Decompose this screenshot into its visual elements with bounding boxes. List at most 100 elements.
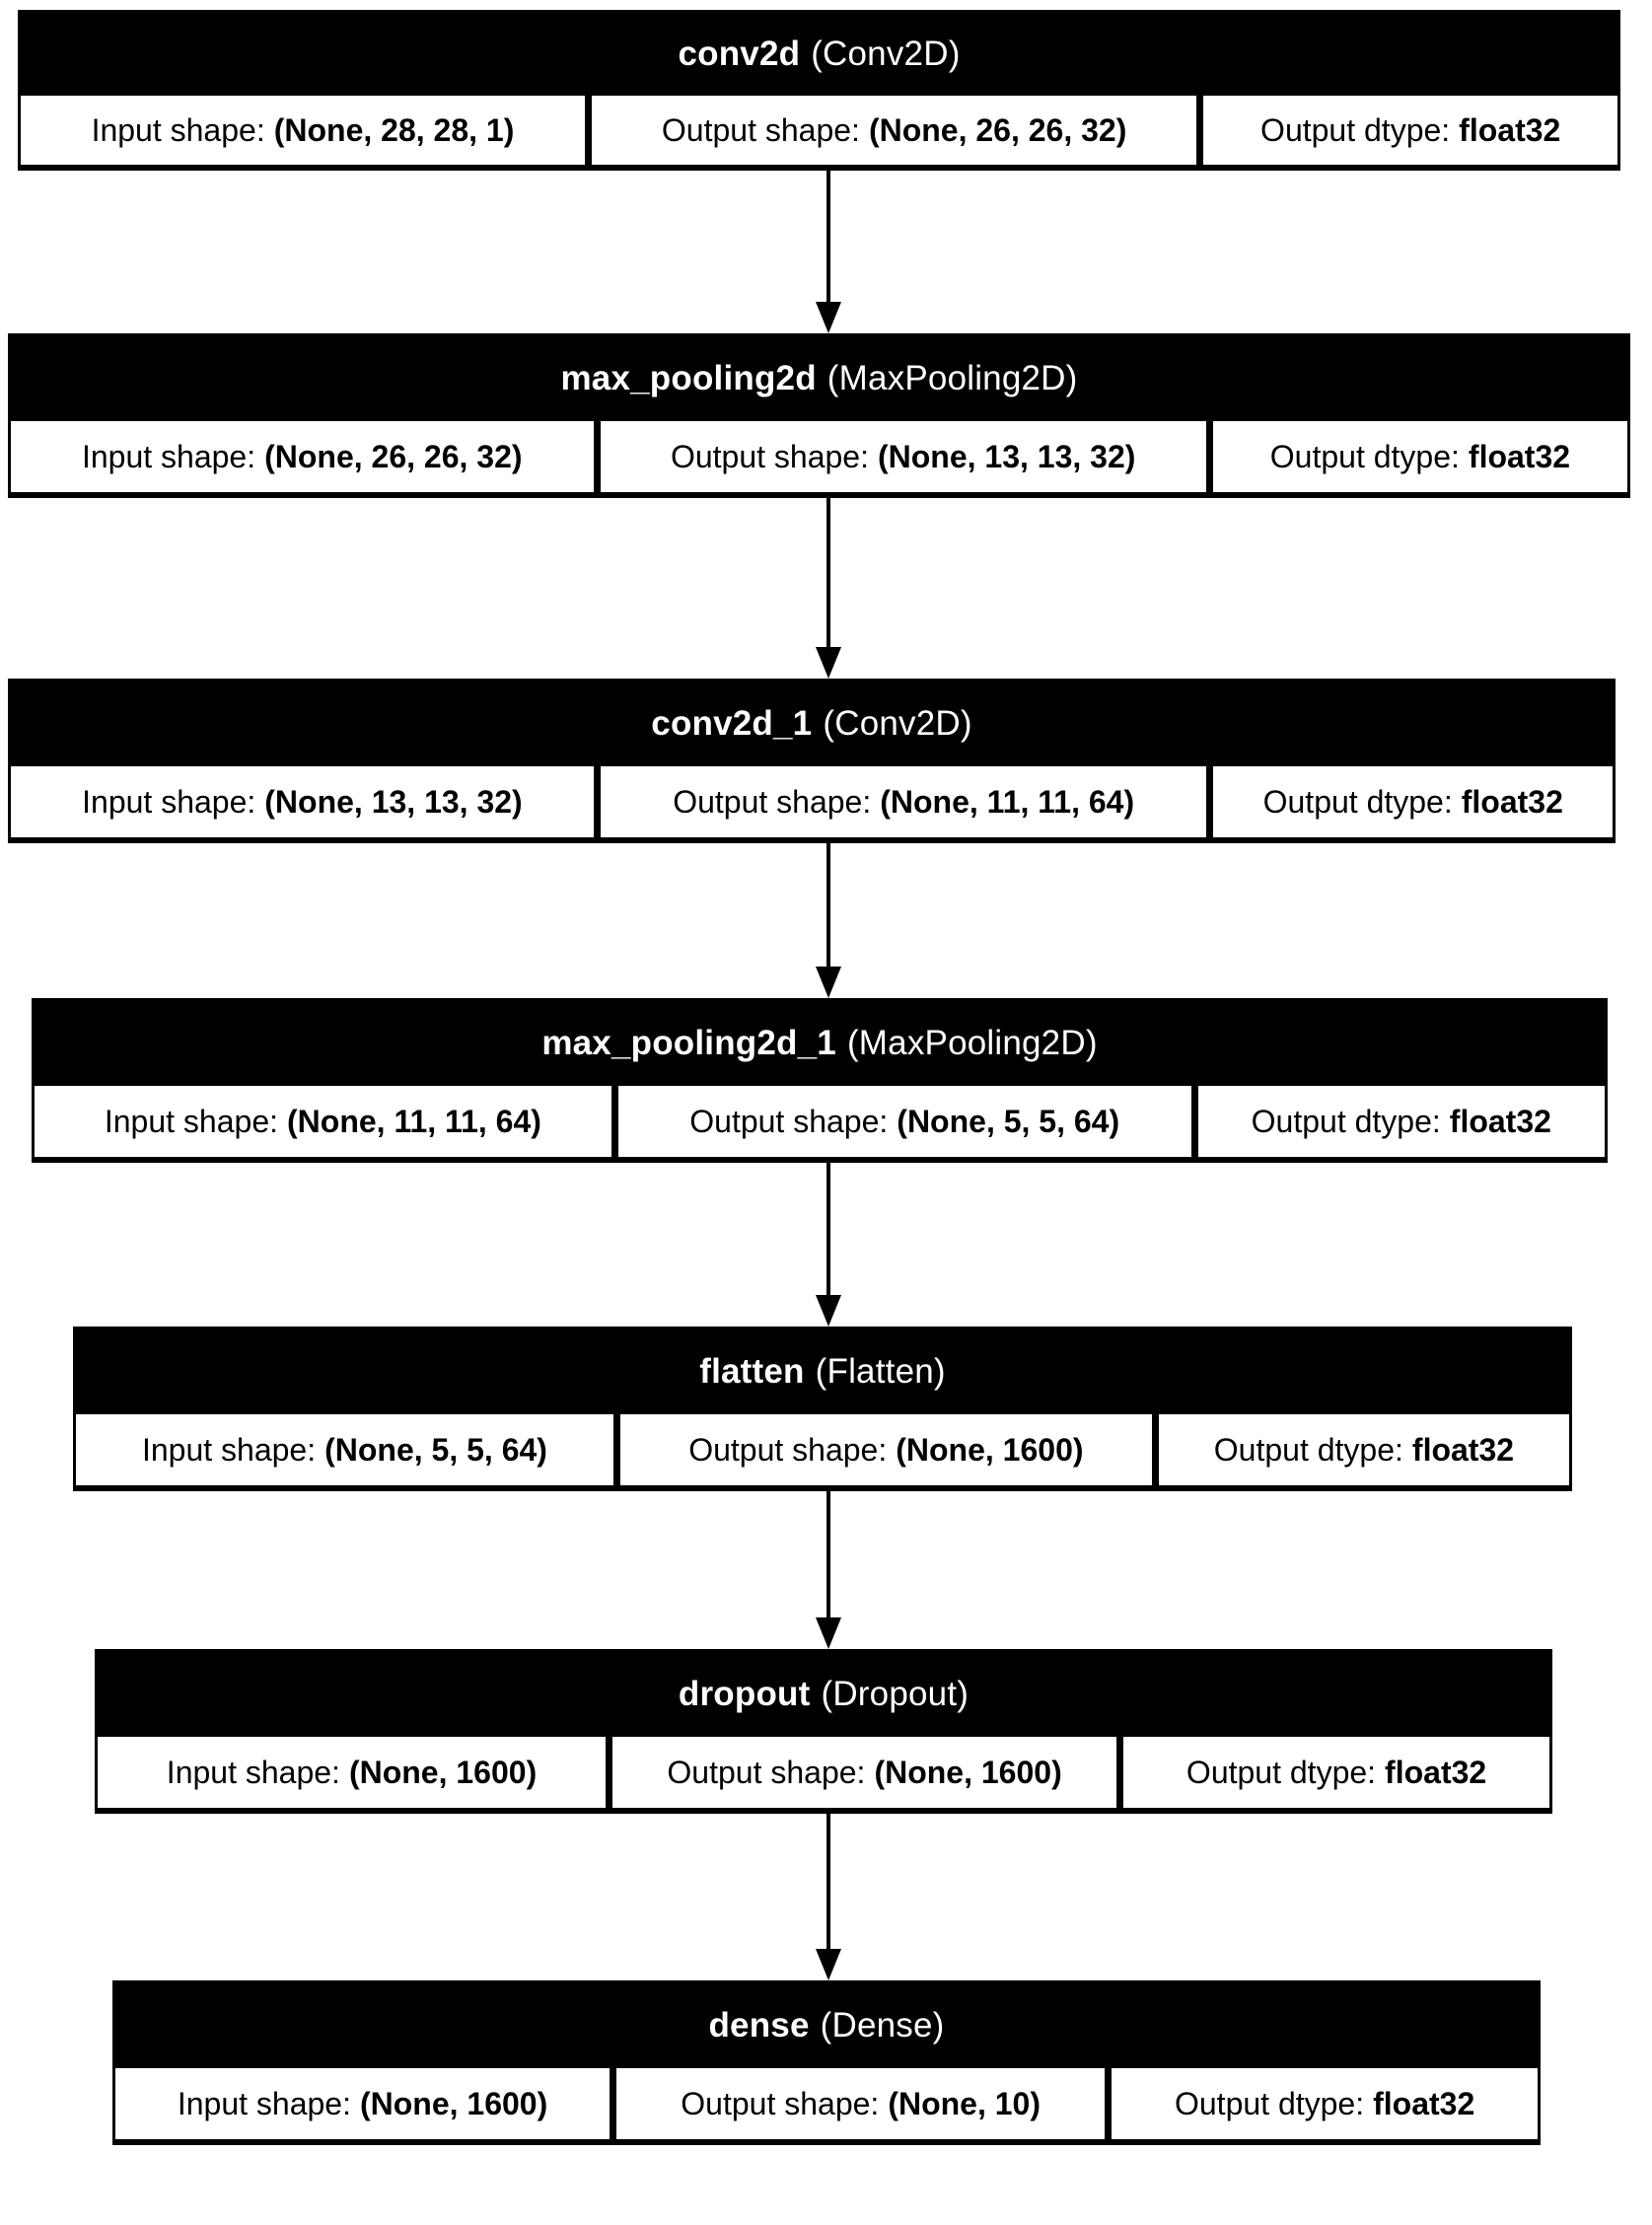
arrowhead-icon bbox=[816, 1617, 841, 1649]
output-dtype-cell-value: float32 bbox=[1449, 1103, 1551, 1139]
layer-name: conv2d_1 bbox=[651, 704, 813, 743]
edge-shaft bbox=[826, 1158, 830, 1297]
layer-node-max_pooling2d_1[interactable]: max_pooling2d_1(MaxPooling2D)Input shape… bbox=[32, 998, 1608, 1163]
layer-class: (Conv2D) bbox=[811, 35, 961, 73]
output-shape-cell-value: (None, 1600) bbox=[896, 1431, 1084, 1468]
output-shape-cell-conv2d_1: Output shape:(None, 11, 11, 64) bbox=[600, 766, 1207, 837]
output-shape-cell-value: (None, 1600) bbox=[874, 1754, 1062, 1790]
output-shape-cell-value: (None, 5, 5, 64) bbox=[897, 1103, 1120, 1139]
layer-name: conv2d bbox=[678, 35, 801, 73]
input-shape-cell-label: Input shape: bbox=[177, 2085, 351, 2121]
layer-node-dropout[interactable]: dropout(Dropout)Input shape:(None, 1600)… bbox=[95, 1649, 1552, 1814]
input-shape-cell-flatten: Input shape:(None, 5, 5, 64) bbox=[76, 1414, 613, 1485]
layer-header-max_pooling2d_1: max_pooling2d_1(MaxPooling2D) bbox=[35, 1001, 1605, 1086]
output-dtype-cell-value: float32 bbox=[1385, 1754, 1487, 1790]
output-shape-cell-label: Output shape: bbox=[673, 783, 872, 820]
output-dtype-cell-dense: Output dtype:float32 bbox=[1112, 2068, 1539, 2139]
layer-name: dense bbox=[708, 2006, 810, 2045]
output-dtype-cell-conv2d: Output dtype:float32 bbox=[1203, 96, 1617, 165]
arrowhead-icon bbox=[816, 1295, 841, 1327]
output-shape-cell-max_pooling2d: Output shape:(None, 13, 13, 32) bbox=[600, 421, 1206, 492]
input-shape-cell-conv2d_1: Input shape:(None, 13, 13, 32) bbox=[11, 766, 594, 837]
input-shape-cell-value: (None, 1600) bbox=[359, 2085, 548, 2121]
output-shape-cell-dense: Output shape:(None, 10) bbox=[616, 2068, 1106, 2139]
input-shape-cell-label: Input shape: bbox=[166, 1754, 340, 1790]
layer-body-dense: Input shape:(None, 1600)Output shape:(No… bbox=[115, 2068, 1539, 2142]
input-shape-cell-dense: Input shape:(None, 1600) bbox=[115, 2068, 611, 2139]
input-shape-cell-max_pooling2d: Input shape:(None, 26, 26, 32) bbox=[11, 421, 594, 492]
layer-body-conv2d: Input shape:(None, 28, 28, 1) Output shap… bbox=[21, 96, 1617, 168]
arrowhead-icon bbox=[816, 647, 841, 679]
layer-class: (MaxPooling2D) bbox=[826, 359, 1078, 397]
input-shape-cell-value: (None, 1600) bbox=[348, 1754, 538, 1790]
layer-name: max_pooling2d bbox=[560, 359, 817, 397]
output-shape-cell-label: Output shape: bbox=[681, 2085, 880, 2121]
input-shape-cell-label: Input shape: bbox=[141, 1431, 317, 1468]
output-dtype-cell-label: Output dtype: bbox=[1213, 1431, 1403, 1468]
edge-shaft bbox=[826, 838, 830, 969]
arrowhead-icon bbox=[816, 302, 841, 333]
layer-class: (Dense) bbox=[820, 2006, 945, 2045]
input-shape-cell-value: (None, 26, 26, 32) bbox=[264, 438, 523, 474]
output-shape-cell-label: Output shape: bbox=[667, 1754, 866, 1790]
output-shape-cell-value: (None, 26, 26, 32) bbox=[868, 111, 1127, 148]
output-dtype-cell-label: Output dtype: bbox=[1262, 783, 1453, 820]
output-dtype-cell-value: float32 bbox=[1461, 783, 1563, 820]
layer-header-max_pooling2d: max_pooling2d(MaxPooling2D) bbox=[11, 336, 1627, 421]
layer-class: (Dropout) bbox=[821, 1675, 970, 1713]
output-dtype-cell-value: float32 bbox=[1468, 438, 1571, 474]
layer-body-dropout: Input shape:(None, 1600)Output shape:(No… bbox=[98, 1737, 1549, 1811]
output-dtype-cell-value: float32 bbox=[1459, 111, 1561, 148]
output-shape-cell-label: Output shape: bbox=[661, 111, 860, 148]
layer-header-conv2d: conv2d (Conv2D) bbox=[21, 13, 1617, 96]
layer-class: (Flatten) bbox=[815, 1352, 946, 1391]
input-shape-cell-conv2d: Input shape:(None, 28, 28, 1) bbox=[21, 96, 585, 165]
layer-header-dropout: dropout (Dropout) bbox=[98, 1652, 1549, 1737]
edge-shaft bbox=[826, 1486, 830, 1619]
layer-body-flatten: Input shape:(None, 5, 5, 64) Output shape… bbox=[76, 1414, 1569, 1488]
layer-node-max_pooling2d[interactable]: max_pooling2d(MaxPooling2D)Input shape:(… bbox=[8, 333, 1630, 498]
input-shape-cell-label: Input shape: bbox=[82, 783, 256, 820]
layer-node-flatten[interactable]: flatten (Flatten) Input shape:(None, 5, 5,… bbox=[73, 1327, 1572, 1491]
edge-shaft bbox=[826, 1809, 830, 1951]
layer-header-dense: dense (Dense) bbox=[115, 1983, 1538, 2068]
input-shape-cell-value: (None, 13, 13, 32) bbox=[264, 783, 523, 820]
layer-node-conv2d[interactable]: conv2d (Conv2D) Input shape:(None, 28, 28,… bbox=[18, 10, 1620, 171]
layer-name: flatten bbox=[699, 1352, 805, 1391]
layer-node-dense[interactable]: dense(Dense)Input shape:(None, 1600)Outp… bbox=[112, 1980, 1541, 2145]
arrowhead-icon bbox=[816, 967, 841, 998]
input-shape-cell-label: Input shape: bbox=[104, 1103, 278, 1139]
output-dtype-cell-label: Output dtype: bbox=[1251, 1103, 1441, 1139]
layer-node-conv2d_1[interactable]: conv2d_1 (Conv2D) Input shape:(None, 13, 1… bbox=[8, 679, 1616, 843]
layer-header-flatten: flatten (Flatten) bbox=[76, 1329, 1569, 1414]
layer-body-max_pooling2d_1: Input shape:(None, 11, 11, 64) Output sha… bbox=[35, 1086, 1605, 1160]
output-dtype-cell-label: Output dtype: bbox=[1269, 438, 1460, 474]
layer-header-conv2d_1: conv2d_1 (Conv2D) bbox=[11, 682, 1613, 766]
output-shape-cell-label: Output shape: bbox=[689, 1103, 889, 1139]
output-dtype-cell-label: Output dtype: bbox=[1185, 1754, 1377, 1790]
output-dtype-cell-value: float32 bbox=[1373, 2085, 1475, 2121]
input-shape-cell-value: (None, 28, 28, 1) bbox=[273, 111, 515, 148]
layer-name: max_pooling2d_1 bbox=[541, 1024, 836, 1062]
input-shape-cell-label: Input shape: bbox=[81, 438, 256, 474]
input-shape-cell-value: (None, 5, 5, 64) bbox=[324, 1431, 547, 1468]
edge-shaft bbox=[826, 493, 830, 649]
input-shape-cell-value: (None, 11, 11, 64) bbox=[287, 1103, 541, 1139]
input-shape-cell-label: Input shape: bbox=[91, 111, 265, 148]
output-shape-cell-value: (None, 11, 11, 64) bbox=[880, 783, 1135, 820]
output-dtype-cell-label: Output dtype: bbox=[1174, 2085, 1365, 2121]
output-dtype-cell-label: Output dtype: bbox=[1260, 111, 1451, 148]
output-shape-cell-label: Output shape: bbox=[670, 438, 869, 474]
output-dtype-cell-flatten: Output dtype:float32 bbox=[1158, 1414, 1569, 1485]
output-dtype-cell-max_pooling2d: Output dtype:float32 bbox=[1212, 421, 1628, 492]
input-shape-cell-max_pooling2d_1: Input shape:(None, 11, 11, 64) bbox=[35, 1086, 611, 1157]
input-shape-cell-dropout: Input shape:(None, 1600) bbox=[98, 1737, 607, 1808]
output-shape-cell-label: Output shape: bbox=[688, 1431, 888, 1468]
output-shape-cell-value: (None, 13, 13, 32) bbox=[877, 438, 1136, 474]
layer-class: (Conv2D) bbox=[823, 704, 972, 743]
output-shape-cell-value: (None, 10) bbox=[888, 2085, 1041, 2121]
edge-shaft bbox=[826, 166, 830, 304]
output-dtype-cell-value: float32 bbox=[1411, 1431, 1515, 1468]
layer-name: dropout bbox=[678, 1675, 811, 1713]
